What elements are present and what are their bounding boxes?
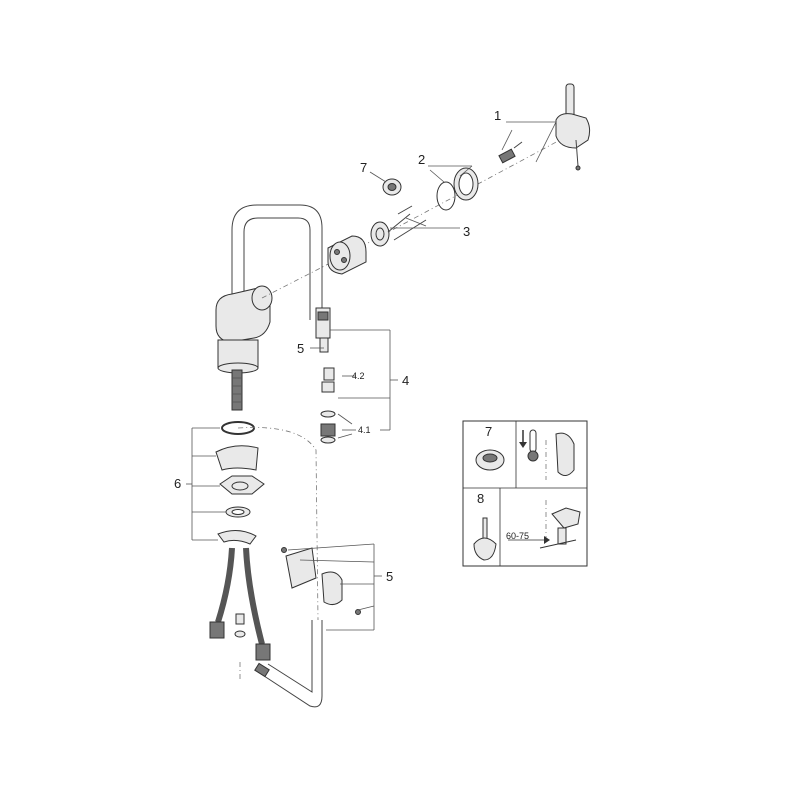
temperature-limit-icon xyxy=(519,429,575,480)
hose-weight xyxy=(281,547,361,615)
inset-label-7: 7 xyxy=(485,424,492,439)
cartridge-group xyxy=(261,83,591,299)
callout-7: 7 xyxy=(360,160,367,175)
callout-5-lower: 5 xyxy=(386,569,393,584)
pull-out-hose xyxy=(237,427,323,708)
callout-6: 6 xyxy=(174,476,181,491)
callout-4-2: 4.2 xyxy=(352,371,365,381)
installation-detail-icon xyxy=(508,500,581,549)
callout-2: 2 xyxy=(418,152,425,167)
mounting-hardware xyxy=(215,421,265,545)
lever-handle-icon xyxy=(473,517,497,561)
spray-head xyxy=(315,307,336,444)
callout-4-1: 4.1 xyxy=(358,425,371,435)
inset-panel: 7 8 60-75 xyxy=(462,420,588,567)
callout-numbers: 1 2 3 7 5 4 4.2 4.1 6 5 xyxy=(174,108,501,584)
callout-5-upper: 5 xyxy=(297,341,304,356)
callout-4: 4 xyxy=(402,373,409,388)
faucet-body xyxy=(215,204,323,411)
inset-dimension: 60-75 xyxy=(506,531,529,541)
supply-hoses xyxy=(209,547,271,661)
callout-3: 3 xyxy=(463,224,470,239)
callout-lines xyxy=(186,121,557,631)
callout-1: 1 xyxy=(494,108,501,123)
inset-label-8: 8 xyxy=(477,491,484,506)
